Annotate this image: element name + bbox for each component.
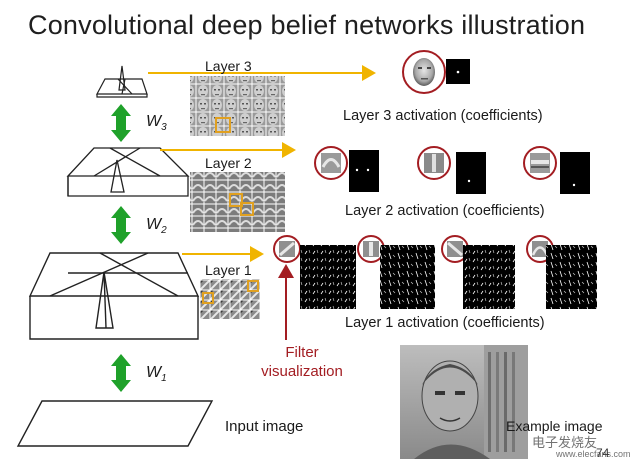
layer2-activation-map-2 xyxy=(456,152,486,194)
input-image-plane xyxy=(16,400,214,447)
page-number: 74 xyxy=(596,446,610,460)
watermark-url: www.elecfans.com xyxy=(556,449,631,459)
example-image-label: Example image xyxy=(506,418,603,434)
w1-label: W1 xyxy=(146,364,167,385)
layer2-activation-dot-1a xyxy=(355,168,359,172)
layer2-activation-dot-2 xyxy=(467,179,471,183)
layer2-block xyxy=(66,147,190,197)
layer2-filter-circle-3 xyxy=(523,146,557,180)
w2-label: W2 xyxy=(146,216,167,237)
layer2-filter-highlight-a xyxy=(229,193,243,207)
layer2-label: Layer 2 xyxy=(205,155,252,171)
layer1-activation-label: Layer 1 activation (coefficients) xyxy=(345,315,545,331)
layer2-activation-map-3 xyxy=(560,152,590,194)
layer1-filter-circle-1 xyxy=(273,235,301,263)
layer2-filter-circle-2 xyxy=(417,146,451,180)
filter-vis-line-1: Filter xyxy=(285,344,319,361)
layer1-label: Layer 1 xyxy=(205,262,252,278)
filter-visualization-label: Filter visualization xyxy=(252,343,352,381)
layer1-activation-map-1 xyxy=(300,245,356,309)
layer2-activation-dot-1b xyxy=(366,168,370,172)
layer3-activation-dot xyxy=(456,70,460,74)
example-image-photo xyxy=(400,345,528,459)
layer2-activation-label: Layer 2 activation (coefficients) xyxy=(345,203,545,219)
w3-arrow xyxy=(111,104,131,142)
layer1-activation-map-4 xyxy=(546,245,597,309)
layer2-activation-dot-3 xyxy=(572,183,576,187)
layer2-filter-highlight-b xyxy=(240,202,254,216)
w2-arrow xyxy=(111,206,131,244)
layer1-activation-map-3 xyxy=(463,245,515,309)
layer1-block xyxy=(28,252,200,340)
layer1-activation-map-2 xyxy=(380,245,435,309)
w3-label: W3 xyxy=(146,113,167,134)
layer1-filter-circle-3 xyxy=(441,235,469,263)
layer3-block xyxy=(96,65,148,98)
watermark: 电子发烧友 xyxy=(532,435,598,450)
layer2-activation-map-1 xyxy=(349,150,379,192)
layer2-filter-circle-1 xyxy=(314,146,348,180)
slide-title: Convolutional deep belief networks illus… xyxy=(28,10,586,40)
layer1-filter-highlight-b xyxy=(247,280,259,292)
layer3-filter-highlight xyxy=(215,117,231,133)
layer1-filter-grid xyxy=(200,279,260,319)
layer3-filter-circle xyxy=(402,50,446,94)
w1-arrow xyxy=(111,354,131,392)
layer3-activation-label: Layer 3 activation (coefficients) xyxy=(343,108,543,124)
layer3-filter-grid xyxy=(190,76,285,136)
input-image-label: Input image xyxy=(225,418,304,435)
layer1-filter-highlight-a xyxy=(202,292,214,304)
layer2-filter-grid xyxy=(190,172,285,232)
layer3-label: Layer 3 xyxy=(205,58,252,74)
filter-vis-line-2: visualization xyxy=(261,363,343,380)
